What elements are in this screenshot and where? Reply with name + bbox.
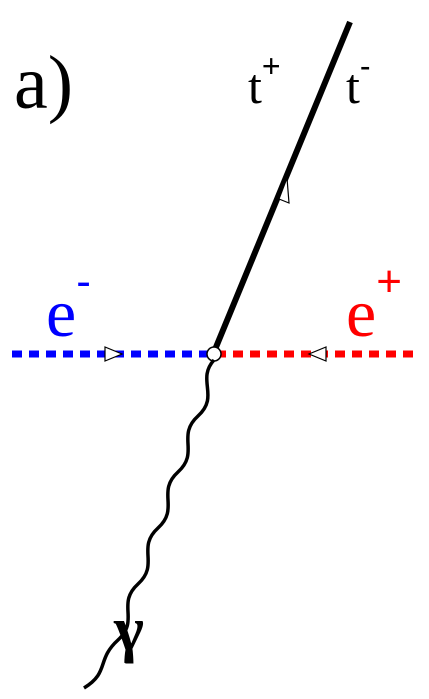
photon-line: [83, 358, 216, 690]
photon-label: γ: [113, 593, 144, 664]
t-plus-symbol: t: [248, 58, 262, 114]
positron-label: e+: [346, 257, 402, 351]
t-plus-label: t+: [248, 48, 281, 114]
electron-symbol: e: [46, 275, 76, 351]
panel-label: a): [14, 41, 73, 125]
positron-symbol: e: [346, 275, 376, 351]
electron-charge: -: [76, 257, 91, 306]
t-arrow-icon: [278, 177, 290, 204]
electron-arrow-icon: [104, 346, 124, 362]
t-fermion-line: [211, 20, 353, 354]
electron-label: e-: [46, 257, 91, 351]
t-plus-charge: +: [262, 48, 281, 84]
t-minus-charge: -: [360, 48, 371, 84]
positron-arrow-icon: [307, 346, 327, 362]
positron-charge: +: [376, 257, 402, 306]
t-minus-label: t-: [346, 48, 371, 114]
vertex-dot: [206, 346, 222, 362]
t-minus-symbol: t: [346, 58, 360, 114]
